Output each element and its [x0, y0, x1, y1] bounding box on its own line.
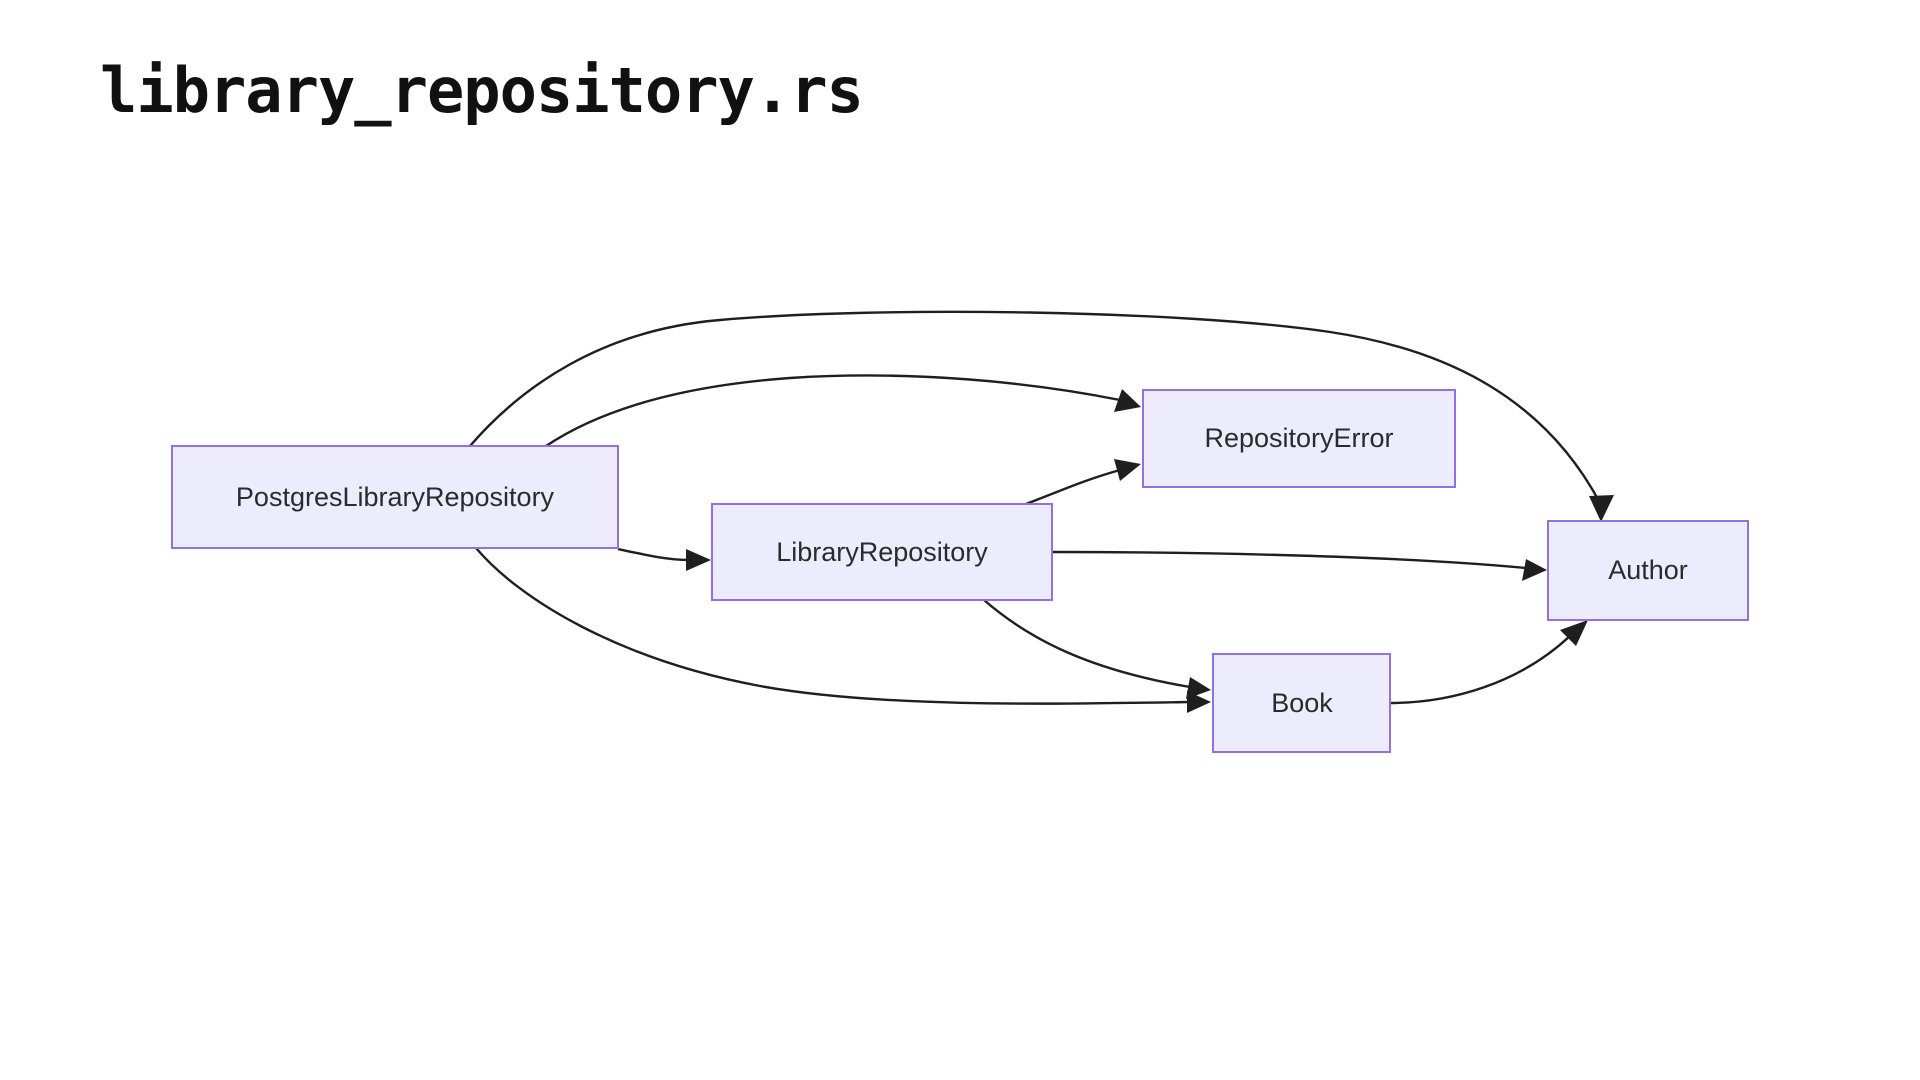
- arrowhead: [1589, 495, 1614, 522]
- arrowhead: [1187, 691, 1211, 713]
- edge-layer: [469, 310, 1614, 713]
- node-postgreslibraryrepository[interactable]: PostgresLibraryRepository: [171, 445, 619, 549]
- edge-postgreslibraryrepository-author: [469, 310, 1614, 522]
- edge-postgreslibraryrepository-book: [475, 547, 1211, 713]
- arrowhead: [686, 549, 711, 571]
- node-label: PostgresLibraryRepository: [236, 482, 555, 512]
- node-box[interactable]: [1142, 389, 1456, 488]
- edge-postgreslibraryrepository-libraryrepository: [617, 547, 711, 571]
- arrowhead: [1186, 677, 1211, 699]
- node-author[interactable]: Author: [1547, 520, 1749, 621]
- arrowhead: [1560, 620, 1588, 646]
- edge-path: [1051, 550, 1527, 570]
- edge-path: [983, 599, 1191, 689]
- arrowhead: [1114, 389, 1141, 412]
- node-repositoryerror[interactable]: RepositoryError: [1142, 389, 1456, 488]
- node-box[interactable]: [1212, 653, 1391, 753]
- node-label: RepositoryError: [1204, 423, 1393, 453]
- edge-book-author: [1389, 620, 1588, 705]
- arrowhead: [1114, 459, 1141, 481]
- page-title: library_repository.rs: [100, 54, 864, 127]
- edge-postgreslibraryrepository-repositoryerror: [545, 374, 1141, 447]
- node-box[interactable]: [1547, 520, 1749, 621]
- node-book[interactable]: Book: [1212, 653, 1391, 753]
- edge-libraryrepository-book: [983, 599, 1211, 699]
- edge-path: [1389, 633, 1573, 705]
- node-box[interactable]: [711, 503, 1053, 601]
- edge-path: [617, 547, 691, 562]
- node-label: Author: [1608, 555, 1688, 585]
- edge-libraryrepository-repositoryerror: [1025, 459, 1141, 506]
- edge-libraryrepository-author: [1051, 550, 1547, 581]
- edge-path: [475, 547, 1191, 705]
- arrowhead: [1522, 559, 1547, 581]
- edge-path: [545, 374, 1121, 447]
- edge-path: [1025, 468, 1121, 506]
- node-label: LibraryRepository: [776, 537, 988, 567]
- node-box[interactable]: [171, 445, 619, 549]
- node-layer: PostgresLibraryRepository LibraryReposit…: [171, 389, 1749, 753]
- edge-path: [469, 310, 1602, 504]
- node-libraryrepository[interactable]: LibraryRepository: [711, 503, 1053, 601]
- node-label: Book: [1271, 688, 1333, 718]
